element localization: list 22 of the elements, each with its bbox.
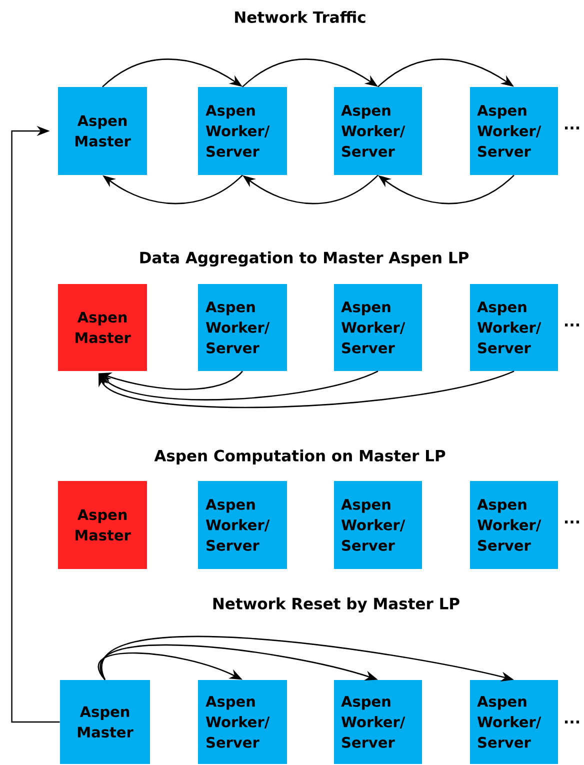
worker-box: Aspen Worker/ Server [470,87,558,175]
curved-arrow [98,370,514,408]
worker-box: Aspen Worker/ Server [334,680,422,764]
worker-box: Aspen Worker/ Server [470,680,558,764]
worker-box: Aspen Worker/ Server [334,284,422,371]
worker-box: Aspen Worker/ Server [198,87,287,175]
worker-box: Aspen Worker/ Server [198,284,287,371]
connector-line [11,126,60,723]
master-box: Aspen Master [58,284,147,371]
section-heading: Aspen Computation on Master LP [154,450,446,464]
section-heading: Network Traffic [235,11,366,23]
master-box: Aspen Master [60,680,150,764]
worker-box: Aspen Worker/ Server [334,87,422,175]
section-heading: Data Aggregation to Master Aspen LP [140,251,469,267]
master-box: Aspen Master [58,87,147,175]
worker-box: Aspen Worker/ Server [470,481,558,569]
worker-box: Aspen Worker/ Server [198,481,287,569]
worker-box: Aspen Worker/ Server [334,481,422,569]
section-heading: Network Reset by Master LP [213,597,460,613]
worker-box: Aspen Worker/ Server [470,284,558,371]
master-box: Aspen Master [58,481,147,569]
worker-box: Aspen Worker/ Server [198,680,287,764]
